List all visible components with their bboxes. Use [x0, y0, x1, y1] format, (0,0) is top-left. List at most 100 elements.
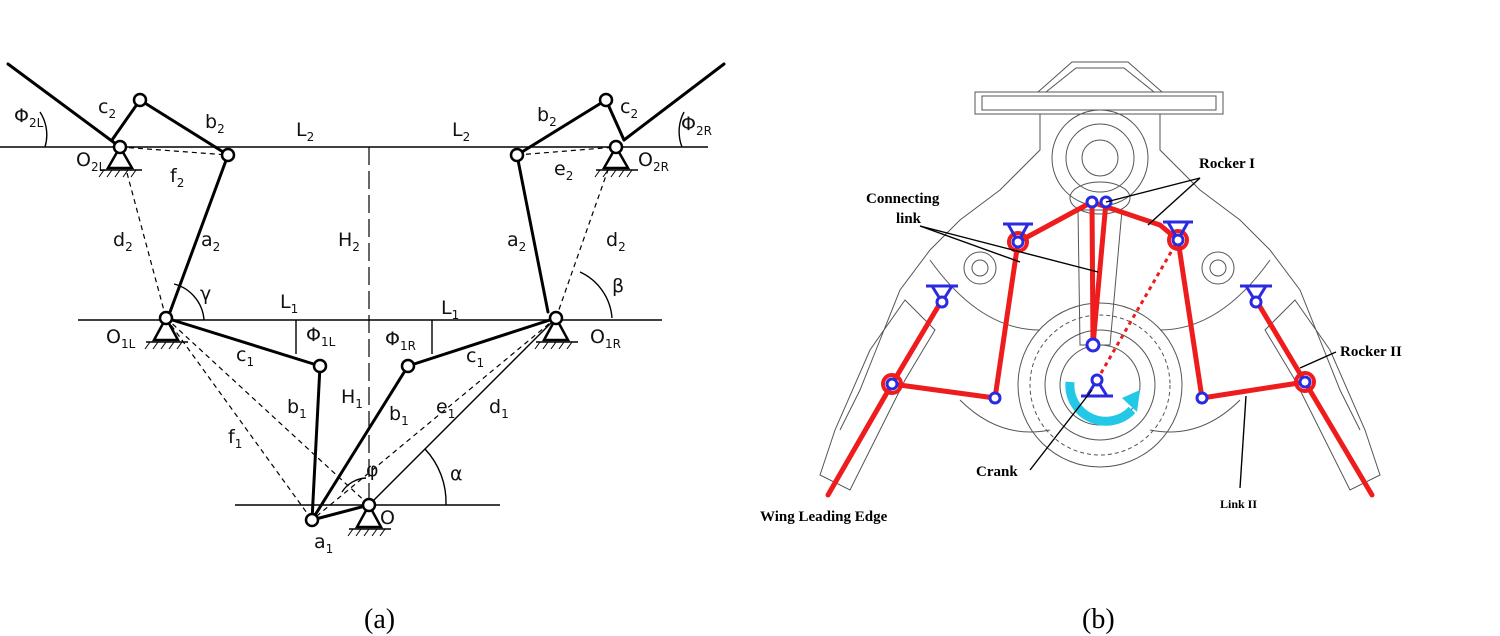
right-a2-link [515, 153, 550, 314]
red-connecting-link-right [1090, 199, 1109, 348]
blue-joint [988, 391, 1002, 405]
label-d2-right: d2 [606, 229, 626, 254]
joint-o1r [548, 310, 564, 326]
label-e2: e2 [554, 158, 573, 183]
d1-line [368, 317, 557, 506]
blue-joint [1298, 375, 1312, 389]
o1l-o-line [165, 317, 370, 506]
pivot-o1l [144, 315, 188, 350]
label-h1: H1 [341, 386, 363, 411]
label-gamma: γ [200, 283, 211, 305]
pivot-o1r [534, 315, 578, 350]
f2-line [119, 146, 229, 156]
label-o2l: O2L [76, 149, 106, 174]
e1-line [311, 317, 557, 521]
label-rocker-2: Rocker II [1340, 344, 1402, 360]
gamma-arc [173, 283, 205, 321]
joint-c1-left [312, 358, 328, 374]
e2-line [516, 146, 617, 156]
d2-right-line [555, 146, 617, 319]
left-wing-bar [6, 62, 122, 149]
label-link-2: Link II [1220, 497, 1257, 511]
crank-a1 [310, 503, 371, 522]
joint-o [361, 497, 377, 513]
blue-joint [1195, 391, 1209, 405]
label-l1-left: L1 [280, 291, 298, 316]
label-d2-left: d2 [113, 229, 133, 254]
blue-joint [885, 377, 899, 391]
label-c1-left: c1 [236, 344, 254, 369]
blue-joint [1249, 295, 1263, 309]
phi2l-arc [39, 111, 48, 148]
label-beta: β [612, 275, 624, 297]
label-d1: d1 [489, 396, 509, 421]
label-l2-right: L2 [452, 119, 470, 144]
label-h2: H2 [338, 229, 360, 254]
label-b2-right: b2 [537, 104, 557, 129]
label-c2-left: c2 [98, 96, 116, 121]
label-wing-leading-edge: Wing Leading Edge [760, 509, 888, 525]
blue-joint [1090, 373, 1104, 387]
label-phi: φ [366, 459, 379, 481]
caption-a: (a) [364, 604, 395, 635]
beta-arc [579, 271, 613, 319]
pivot-o2l [98, 144, 142, 178]
panel-a-schematic: Φ2L c2 b2 L2 O2L f2 d2 a2 γ O1L c1 b1 f1… [0, 62, 726, 635]
label-phi1r: Φ1R [385, 328, 416, 353]
red-crank-dotted [1095, 239, 1180, 381]
joint-o2r [608, 139, 624, 155]
label-phi2r: Φ2R [681, 113, 712, 138]
right-wing-bar [622, 62, 726, 142]
joint-b2-left [220, 147, 236, 163]
label-f2: f2 [170, 165, 184, 190]
joint-c2-right [598, 92, 614, 108]
joint-c2-left [132, 92, 148, 108]
label-c1-right: c1 [466, 345, 484, 370]
label-alpha: α [450, 463, 463, 485]
label-phi1l: Φ1L [306, 324, 336, 349]
label-l1-right: L1 [441, 297, 459, 322]
crank-rotation-arrow [1065, 381, 1136, 426]
right-b1-link [310, 364, 410, 522]
blue-joint [1171, 233, 1185, 247]
label-b2-left: b2 [205, 111, 225, 136]
label-e1: e1 [436, 396, 455, 421]
blue-joint [1085, 195, 1099, 209]
label-o1r: O1R [590, 326, 621, 351]
blue-joint [1011, 235, 1025, 249]
red-linkage-main [825, 199, 1375, 498]
red-left-rocker2 [889, 297, 945, 387]
joint-o2l [112, 139, 128, 155]
label-l2-left: L2 [296, 119, 314, 144]
label-crank: Crank [976, 464, 1018, 480]
label-a2-right: a2 [507, 229, 526, 254]
pivot-o [347, 502, 391, 537]
joint-o1l [158, 310, 174, 326]
label-f1: f1 [228, 426, 242, 451]
blue-joint [935, 295, 949, 309]
label-a2-left: a2 [201, 229, 220, 254]
label-o: O [380, 507, 395, 529]
label-b1-right: b1 [389, 403, 409, 428]
d2-left-line [119, 146, 167, 319]
label-o1l: O1L [106, 326, 136, 351]
phi2r-arc [678, 111, 685, 148]
label-phi2l: Φ2L [14, 105, 44, 130]
label-o2r: O2R [638, 149, 669, 174]
right-c1-link [406, 316, 558, 368]
joint-a1 [304, 512, 320, 528]
label-c2-right: c2 [620, 96, 638, 121]
left-b1-link [310, 364, 322, 522]
caption-b: (b) [1082, 604, 1115, 635]
label-b1-left: b1 [287, 396, 307, 421]
joint-c1-right [400, 358, 416, 374]
pivot-o2r [594, 144, 638, 178]
label-a1: a1 [314, 531, 333, 556]
joint-b2-right [509, 147, 525, 163]
f1-line [165, 317, 313, 521]
label-rocker-1: Rocker I [1199, 156, 1255, 172]
phi-arc [341, 477, 367, 493]
